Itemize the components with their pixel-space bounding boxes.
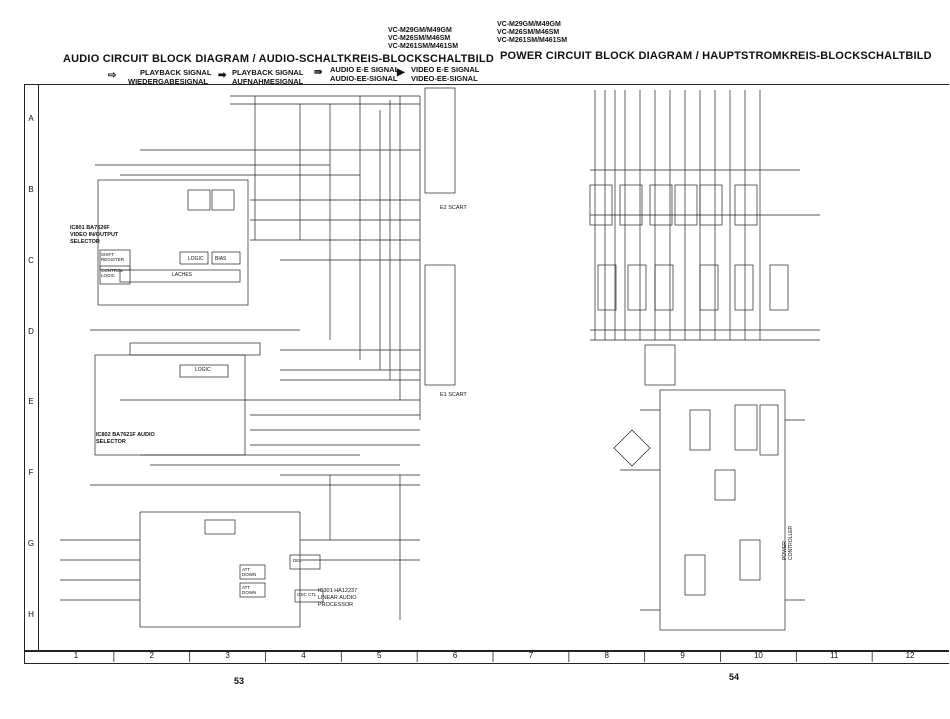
- scart-e1-label: E1 SCART: [440, 392, 467, 398]
- model-line: VC-M26SM/M46SM: [388, 35, 451, 42]
- model-line: VC-M261SM/M461SM: [388, 43, 459, 50]
- page-number-left: 53: [234, 676, 245, 686]
- grid-column-label: 8: [604, 651, 609, 660]
- audio-diagram-title: AUDIO CIRCUIT BLOCK DIAGRAM / AUDIO-SCHA…: [63, 53, 494, 65]
- grid-row-label: C: [28, 255, 34, 265]
- page-number-right: 54: [729, 672, 740, 682]
- grid-column-label: 7: [528, 651, 534, 660]
- power-diagram-title: POWER CIRCUIT BLOCK DIAGRAM / HAUPTSTROM…: [500, 50, 932, 62]
- grid-column-label: 6: [452, 651, 458, 660]
- grid-column-label: 12: [905, 651, 915, 660]
- solid-arrow-icon: ➡: [218, 70, 227, 81]
- triangle-arrow-icon: ▶: [397, 67, 405, 78]
- grid-row-label: G: [27, 538, 35, 548]
- diagram-frame: [24, 84, 949, 652]
- column-label-strip: [24, 650, 949, 664]
- power-controller-label: POWER CONTROLLER: [782, 525, 794, 560]
- legend-text: AUFNAHMESIGNAL: [232, 77, 304, 86]
- legend-text: PLAYBACK SIGNAL: [140, 68, 212, 77]
- grid-column-label: 3: [225, 651, 230, 660]
- legend-recording: ➡ PLAYBACK SIGNAL AUFNAHMESIGNAL: [218, 68, 322, 86]
- grid-column-label: 1: [73, 651, 79, 660]
- bias-block-label: BIAS: [215, 256, 227, 262]
- row-label-strip: [24, 84, 39, 650]
- legend-text: WIEDERGABESIGNAL: [128, 77, 209, 86]
- hollow-arrow-icon: ⇨: [108, 70, 117, 81]
- ic301-label: IC301 HA12237 LINEAR AUDIO PROCESSOR: [318, 588, 358, 608]
- model-line: VC-M261SM/M461SM: [497, 37, 568, 44]
- grid-column-label: 5: [377, 651, 382, 660]
- grid-column-label: 9: [680, 651, 685, 660]
- model-list-left: VC-M29GM/M49GM VC-M26SM/M46SM VC-M261SM/…: [388, 27, 458, 51]
- legend-text: AUDIO E-E SIGNAL: [330, 65, 400, 74]
- grid-row-label: B: [28, 185, 34, 195]
- control-logic-label: CONTROL LOGIC: [101, 268, 123, 278]
- shift-register-label: SHIFT REGISTER: [101, 252, 125, 262]
- del-block-label: DEL: [293, 558, 302, 563]
- logic2-block-label: LOGIC: [195, 367, 211, 373]
- legend-text: VIDEO E-E SIGNAL: [411, 65, 480, 74]
- legend-text: AUDIO-EE-SIGNAL: [330, 74, 398, 83]
- legend-playback: ⇨ PLAYBACK SIGNAL WIEDERGABESIGNAL: [108, 68, 212, 86]
- grid-column-label: 4: [301, 651, 306, 660]
- scart-e2-label: E2 SCART: [440, 205, 467, 211]
- att-block-label-2: ATT DOWN: [242, 585, 257, 595]
- model-line: VC-M29GM/M49GM: [497, 21, 561, 28]
- osc-ctl-label: OSC CTL: [297, 592, 317, 597]
- grid-column-label: 10: [753, 651, 763, 660]
- grid-row-label: F: [28, 468, 34, 478]
- logic-block-label: LOGIC: [188, 256, 204, 262]
- grid-row-label: E: [28, 397, 34, 407]
- ic802-label: IC802 BA7621F AUDIO SELECTOR: [96, 432, 155, 445]
- grid-column-label: 2: [149, 651, 154, 660]
- model-list-right: VC-M29GM/M49GM VC-M26SM/M46SM VC-M261SM/…: [497, 21, 567, 45]
- grid-column-label: 11: [830, 651, 839, 660]
- legend-video-ee: ▶ VIDEO E-E SIGNAL VIDEO-EE-SIGNAL: [397, 65, 501, 83]
- ic801-label: IC801 BA7626F VIDEO IN/OUTPUT SELECTOR: [70, 225, 119, 245]
- grid-row-label: H: [28, 609, 34, 619]
- grid-row-label: D: [28, 326, 34, 336]
- legend-text: VIDEO-EE-SIGNAL: [411, 74, 478, 83]
- legend-audio-ee: ⇛ AUDIO E-E SIGNAL AUDIO-EE-SIGNAL: [314, 65, 420, 83]
- model-line: VC-M29GM/M49GM: [388, 27, 452, 34]
- model-line: VC-M26SM/M46SM: [497, 29, 560, 36]
- att-block-label: ATT DOWN: [242, 567, 257, 577]
- latches-block-label: LACHES: [172, 272, 193, 278]
- double-arrow-icon: ⇛: [314, 67, 323, 78]
- legend-text: PLAYBACK SIGNAL: [232, 68, 304, 77]
- grid-row-label: A: [28, 114, 34, 124]
